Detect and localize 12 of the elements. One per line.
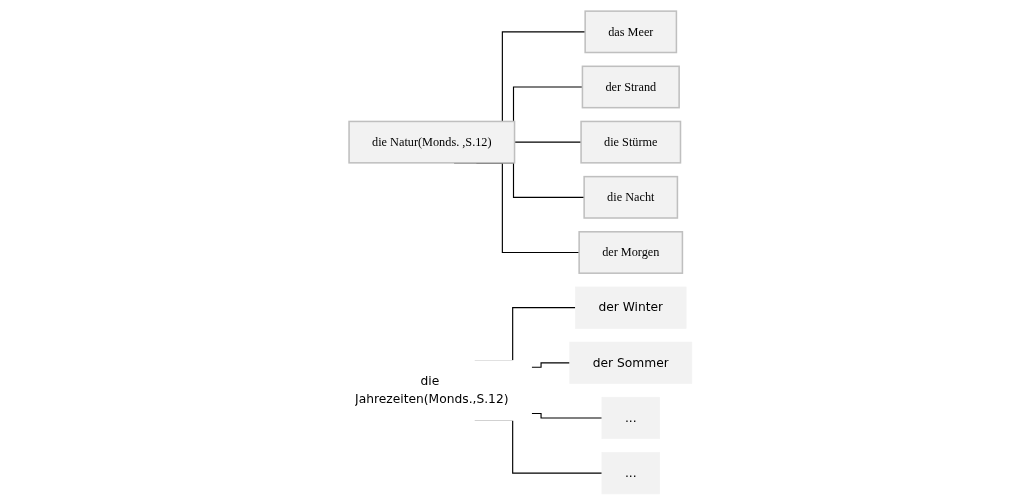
connector [530,412,603,419]
node-box: der Morgen [577,230,683,274]
node-box: der Strand [581,65,680,108]
node-box: ... [601,396,660,439]
node-box: die Stürme [579,120,681,164]
node-box: die Natur(Monds. ,S.12) [347,120,515,164]
node-box: der Winter [574,286,687,329]
node-box: ... [601,451,660,494]
node-box: der Sommer [568,341,692,384]
node-box: das Meer [583,9,677,53]
connector [530,361,570,368]
node-box: die Nacht [582,175,678,219]
